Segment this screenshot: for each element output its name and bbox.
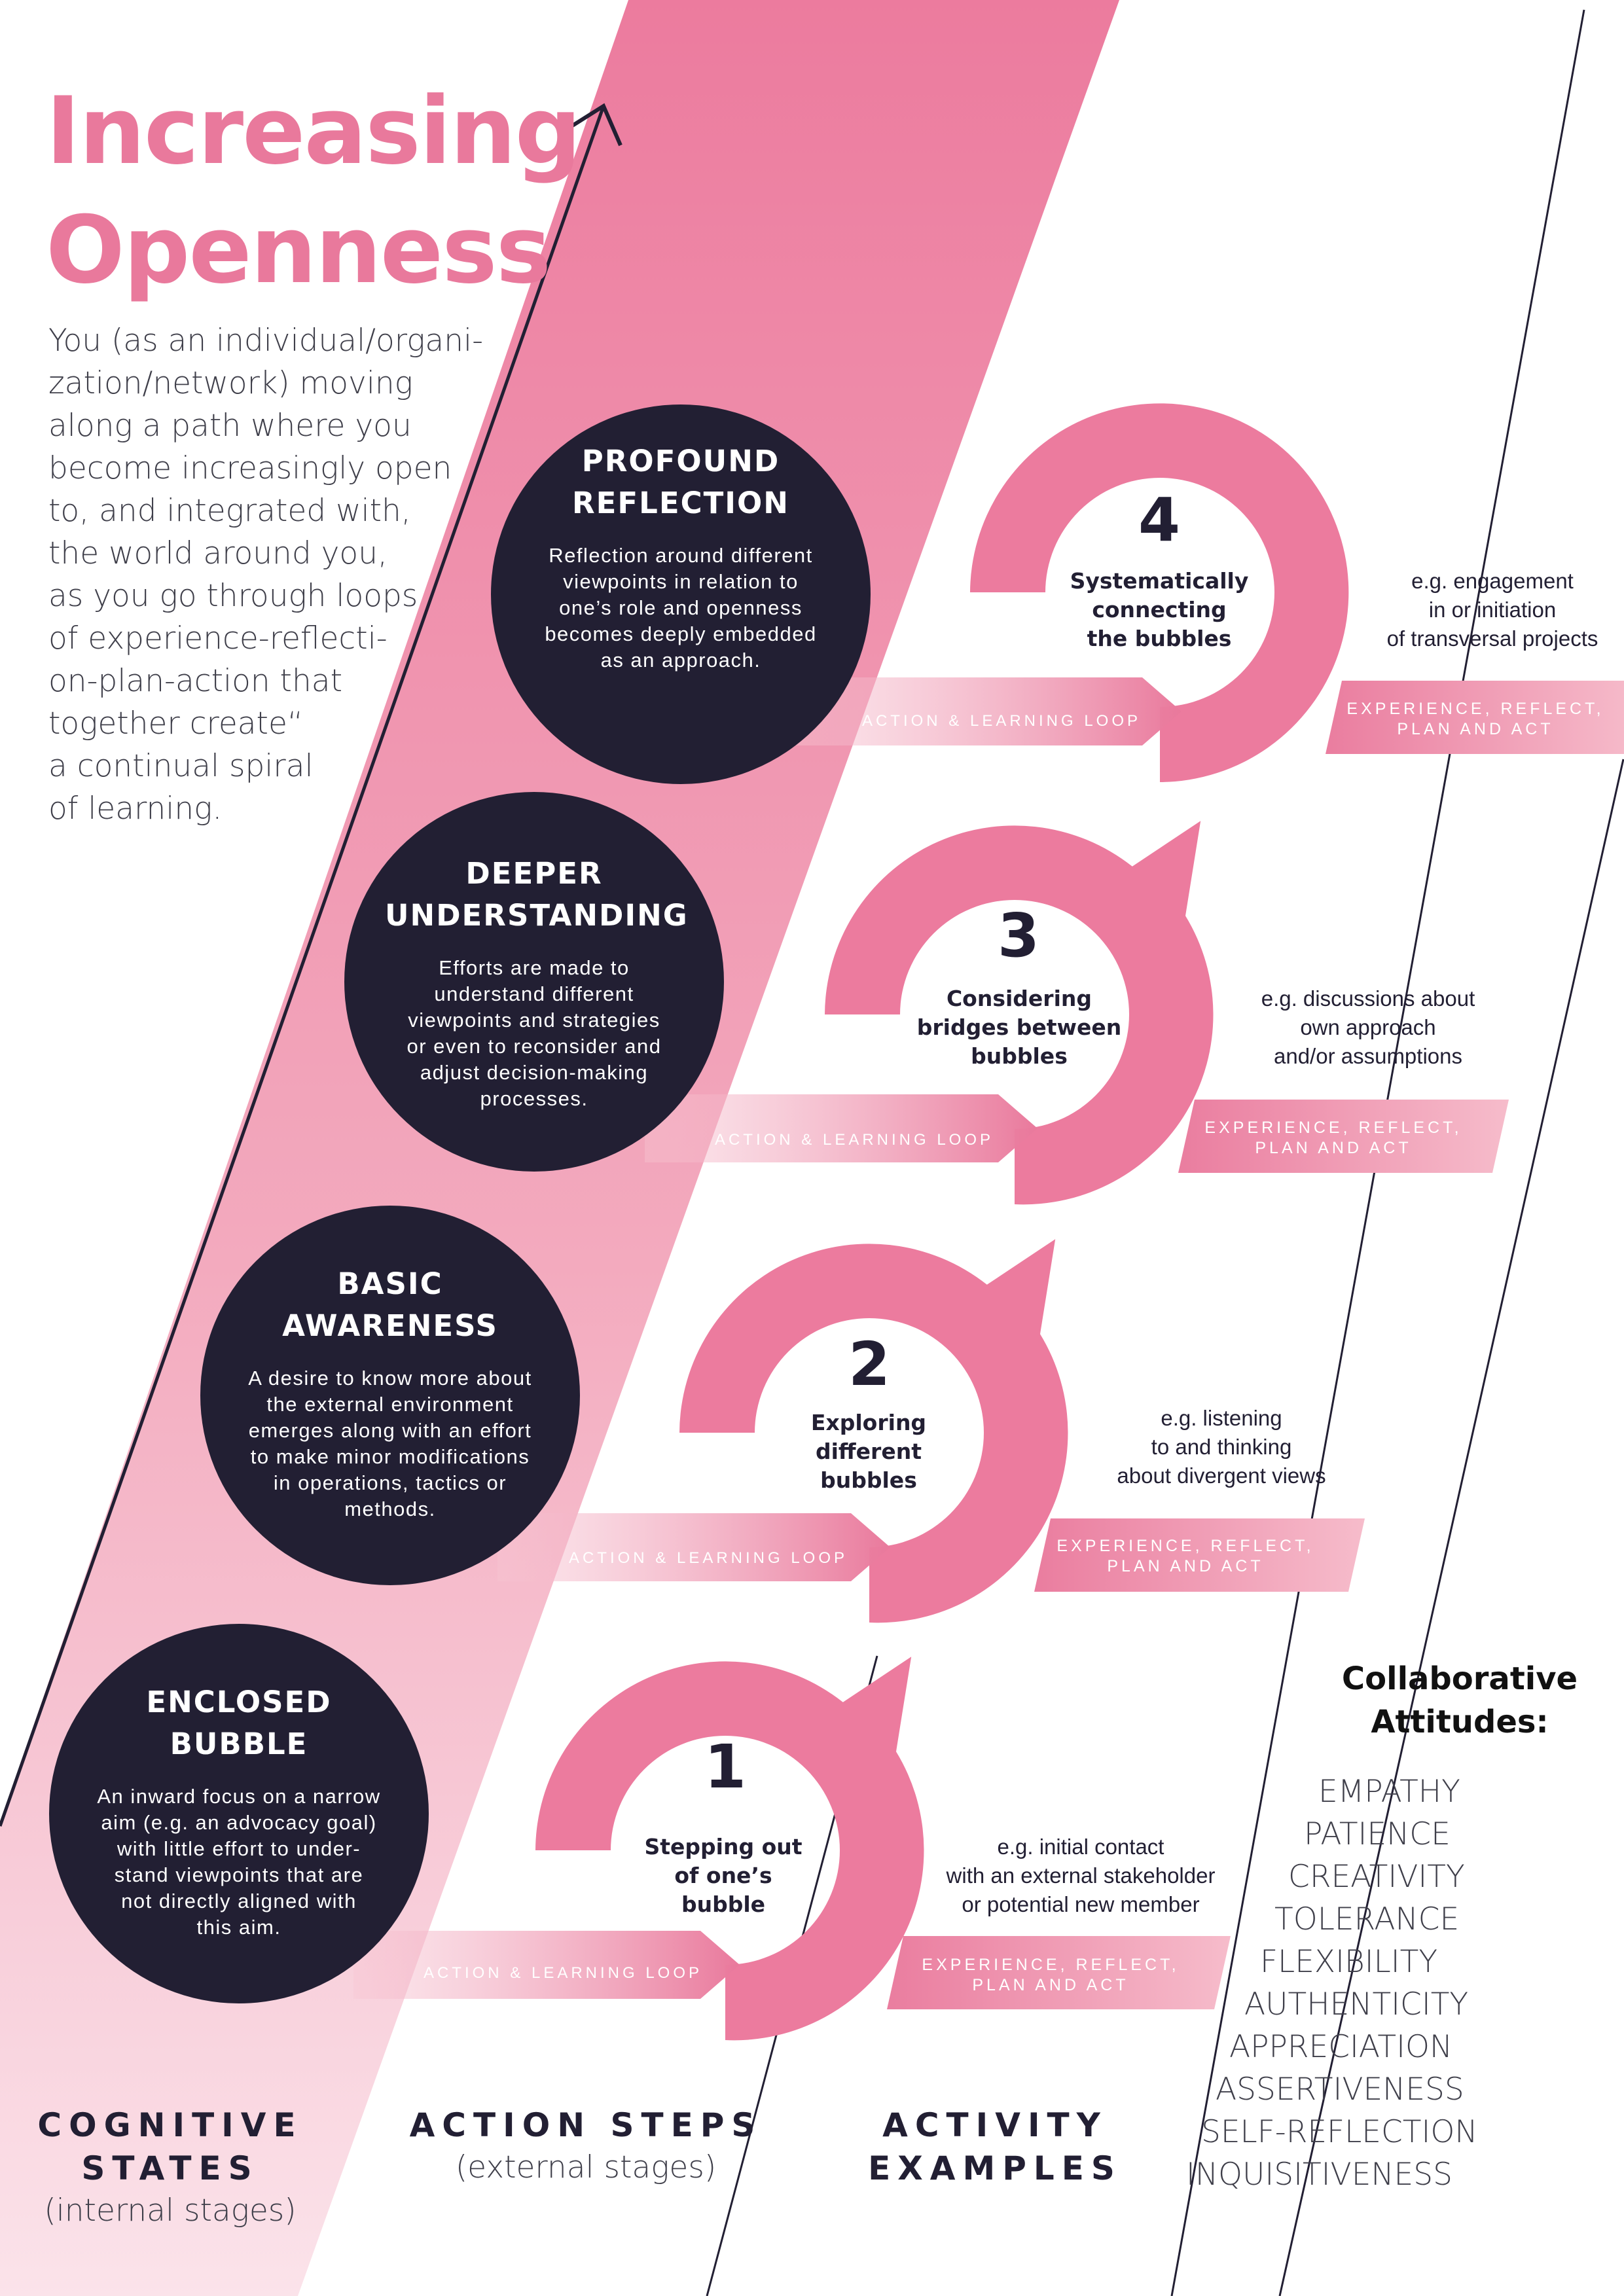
intro-text: You (as an individual/organi- zation/net… [48,319,484,830]
state-circle-profound-reflection: PROFOUND REFLECTION Reflection around di… [491,404,871,784]
diagonal-line [1278,759,1624,2296]
state-description: A desire to know more about the external… [248,1367,532,1520]
loop-label: ACTION & LEARNING LOOP [861,712,1142,730]
attitude-item: EMPATHY [1318,1774,1460,1810]
loop-label: ACTION & LEARNING LOOP [568,1549,848,1567]
activity-example: e.g. initial contact with an external st… [946,1835,1216,1916]
step-label: Stepping out of one’s bubble [644,1834,803,1917]
action-loop-ring [970,403,1349,782]
openness-arrow-line [0,105,605,1827]
experience-bar [1178,1100,1509,1173]
state-title: DEEPER UNDERSTANDING [385,856,689,933]
state-circle-basic-awareness: BASIC AWARENESS A desire to know more ab… [200,1206,580,1585]
action-loop-ring [679,1239,1068,1623]
loop-label: ACTION & LEARNING LOOP [423,1964,703,1982]
attitude-item: SELF-REFLECTION [1201,2114,1478,2150]
learning-loop-arrow [645,1094,1038,1162]
action-loops [535,403,1349,2041]
experience-label: EXPERIENCE, REFLECT, PLAN AND ACT [1056,1537,1314,1575]
column-header-cognitive-states: COGNITIVE STATES (internal stages) [26,2104,314,2232]
learning-loop-arrow [353,1931,740,1999]
increasing-openness-arrow [0,103,623,1827]
column-header-action-steps: ACTION STEPS (external stages) [399,2104,772,2189]
column-header-subtitle: (internal stages) [44,2193,297,2229]
attitude-item: APPRECIATION [1229,2029,1453,2065]
experience-bar [1326,681,1624,754]
experience-label: EXPERIENCE, REFLECT, PLAN AND ACT [1204,1119,1462,1157]
experience-label: EXPERIENCE, REFLECT, PLAN AND ACT [1346,700,1604,738]
step-label: Systematically connecting the bubbles [1070,568,1249,651]
experience-bar [887,1936,1231,2009]
attitude-item: AUTHENTICITY [1244,1986,1469,2022]
intro-line: the world around you, [48,535,388,571]
state-description: An inward focus on a narrow aim (e.g. an… [97,1785,381,1939]
state-circle-enclosed-bubble: ENCLOSED BUBBLE An inward focus on a nar… [49,1624,429,2003]
attitude-item: ASSERTIVENESS [1216,2072,1464,2108]
activity-example: e.g. engagement in or initiation of tran… [1386,569,1598,651]
loop-label: ACTION & LEARNING LOOP [714,1131,994,1149]
learning-loop-arrows [353,677,1182,1999]
intro-line: of experience-reflecti- [48,620,388,656]
state-circle-deeper-understanding: DEEPER UNDERSTANDING Efforts are made to… [344,792,724,1172]
column-header-title: COGNITIVE STATES [37,2106,303,2187]
step-number: 4 [1138,485,1180,555]
attitude-item: FLEXIBILITY [1260,1944,1438,1980]
intro-line: along a path where you [48,408,412,444]
experience-bar [1034,1518,1365,1592]
experience-label: EXPERIENCE, REFLECT, PLAN AND ACT [922,1956,1180,1994]
step-label: Considering bridges between bubbles [916,986,1122,1069]
attitude-item: TOLERANCE [1274,1901,1460,1937]
learning-loop-arrow [789,677,1182,745]
intro-line: on-plan-action that [48,663,343,699]
page-title: Increasing Openness [46,72,581,310]
activity-example: e.g. discussions about own approach and/… [1261,986,1475,1068]
intro-line: zation/network) moving [48,365,413,401]
attitude-item: CREATIVITY [1288,1859,1465,1895]
learning-loop-arrow [497,1513,890,1581]
step-number: 2 [848,1329,890,1399]
intro-line: to, and integrated with, [48,493,411,529]
step-label: Exploring different bubbles [810,1410,927,1493]
attitude-item: PATIENCE [1304,1816,1451,1852]
state-title: ENCLOSED BUBBLE [146,1685,332,1761]
attitudes-title: Collaborative Attitudes: [1341,1660,1578,1740]
state-description: Efforts are made to understand different… [406,956,662,1110]
intro-line: together create“ [48,706,304,742]
openness-arrow-head [565,103,623,147]
intro-line: become increasingly open [48,450,452,486]
intro-line: You (as an individual/organi- [48,323,484,359]
intro-line: a continual spiral [48,748,314,784]
activity-example: e.g. listening to and thinking about div… [1117,1406,1326,1488]
step-number: 1 [704,1732,746,1802]
intro-line: of learning. [48,791,223,827]
attitude-item: INQUISITIVENESS [1186,2157,1453,2193]
column-header-title: ACTION STEPS [409,2106,763,2144]
action-loop-ring [825,821,1214,1205]
column-header-title: ACTIVITY EXAMPLES [868,2106,1122,2187]
title-line-2: Openness [46,196,551,304]
column-header-subtitle: (external stages) [455,2149,717,2185]
column-header-activity-examples: ACTIVITY EXAMPLES [851,2104,1139,2190]
state-title: BASIC AWARENESS [282,1266,498,1343]
experience-bars [887,681,1624,2009]
state-description: Reflection around different viewpoints i… [545,544,817,672]
action-loop-ring [535,1657,924,2041]
intro-line: as you go through loops [48,578,418,614]
state-title: PROFOUND REFLECTION [572,444,789,520]
title-line-1: Increasing [46,77,581,185]
step-number: 3 [997,901,1039,971]
